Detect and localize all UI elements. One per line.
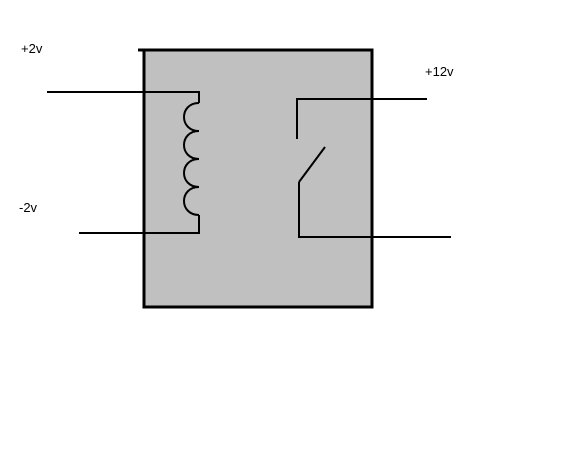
coil-negative-wire <box>79 215 200 234</box>
coil-icon <box>183 102 200 216</box>
coil-positive-label: +2v <box>21 41 43 56</box>
coil-negative-label: -2v <box>19 200 38 215</box>
switch-supply-label: +12v <box>425 64 454 79</box>
switch-output-wire <box>298 182 451 238</box>
switch-contact-icon <box>298 146 326 183</box>
coil-positive-wire <box>47 91 200 103</box>
switch-supply-wire <box>296 98 427 139</box>
relay-body <box>142 48 374 309</box>
